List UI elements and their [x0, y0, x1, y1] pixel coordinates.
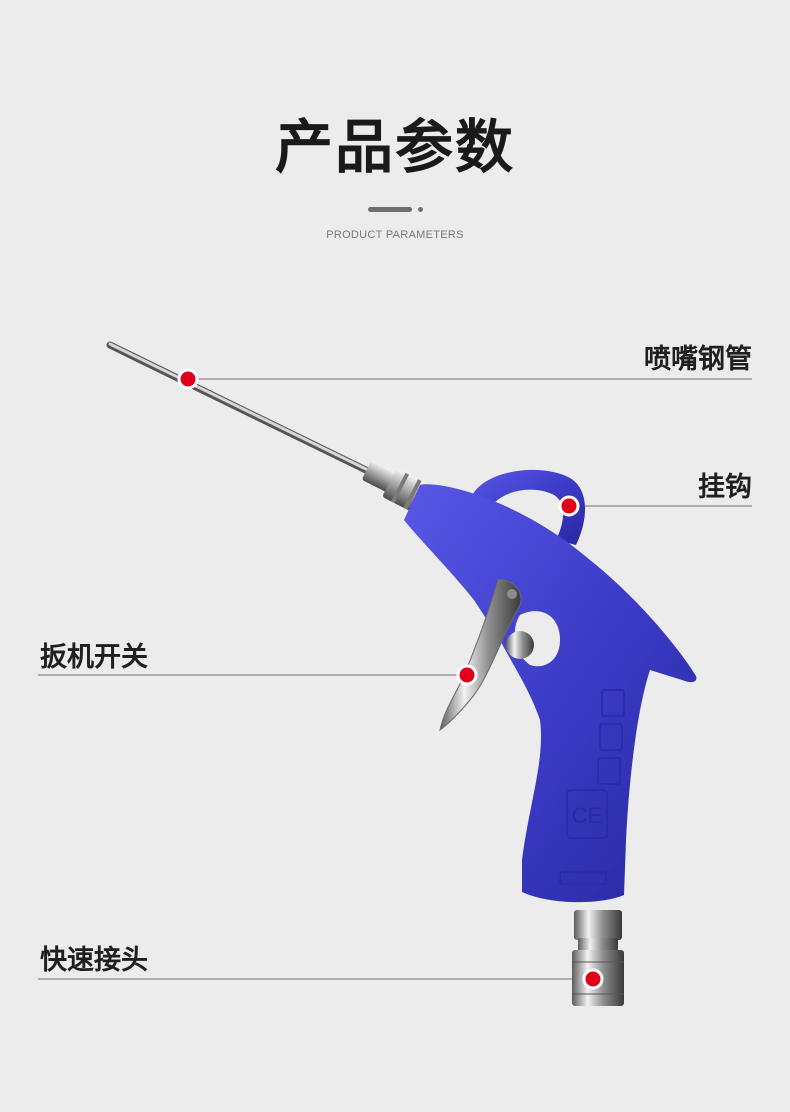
- ce-mark: CE: [572, 803, 603, 828]
- valve-pin: [506, 631, 534, 659]
- connector-marker: [582, 968, 604, 990]
- callout-nozzle-label: 喷嘴钢管: [644, 344, 752, 375]
- trigger-lever: [439, 579, 522, 732]
- quick-connector: [572, 910, 624, 1006]
- hook-marker: [558, 495, 580, 517]
- page-subtitle: PRODUCT PARAMETERS: [326, 229, 464, 241]
- callout-trigger-label: 扳机开关: [40, 642, 148, 673]
- callout-connector-label: 快速接头: [40, 945, 148, 976]
- title-divider: [0, 207, 790, 215]
- page-title: 产品参数: [274, 113, 515, 181]
- hook-loop: [470, 469, 586, 545]
- nozzle-marker: [177, 368, 199, 390]
- divider-bar: [368, 207, 412, 212]
- grip-detail: [559, 689, 625, 885]
- trigger-pivot: [507, 589, 517, 599]
- divider-dot: [418, 207, 423, 212]
- trigger-marker: [456, 664, 478, 686]
- callout-hook-label: 挂钩: [698, 472, 752, 503]
- nozzle-tube: [106, 341, 376, 477]
- callout-markers: [177, 368, 604, 990]
- gun-body: [404, 484, 697, 903]
